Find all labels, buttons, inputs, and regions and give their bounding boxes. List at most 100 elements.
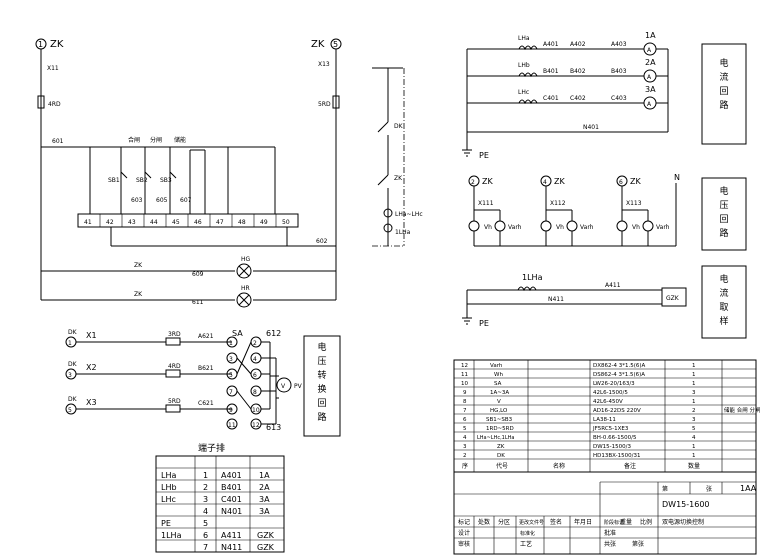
svg-text:DX862-4 3*1.5(6)A: DX862-4 3*1.5(6)A: [593, 363, 646, 369]
vs-num-3: 5: [68, 407, 72, 414]
svg-text:AD16-22DS 220V: AD16-22DS 220V: [593, 408, 641, 414]
svg-text:Wh: Wh: [494, 372, 503, 378]
v-group-2-zk: ZK: [554, 177, 565, 186]
svg-text:第张: 第张: [632, 540, 644, 548]
svg-text:3: 3: [463, 444, 467, 450]
terminal-49: 49: [260, 219, 268, 226]
svg-text:2: 2: [692, 408, 696, 414]
fuse-4rd-label: 4RD: [48, 101, 61, 108]
bus-602: 602: [316, 238, 328, 245]
vs-num-2: 3: [68, 372, 72, 379]
wire-a402: A402: [570, 41, 586, 48]
svg-text:1: 1: [692, 381, 696, 387]
vs-dk-1: DK: [68, 329, 78, 336]
zk2-label: ZK: [134, 291, 143, 298]
svg-text:5: 5: [203, 519, 208, 528]
terminal-46: 46: [194, 219, 202, 226]
sb1-label: SB1: [108, 177, 120, 184]
vs-x1: X1: [86, 331, 97, 340]
title-sheet: 1AA: [740, 484, 757, 493]
svg-text:3: 3: [203, 495, 208, 504]
svg-text:DS862-4 3*1.5(6)A: DS862-4 3*1.5(6)A: [593, 372, 645, 378]
vs-x2: X2: [86, 363, 97, 372]
svg-text:PE: PE: [161, 519, 171, 528]
svg-text:6: 6: [463, 417, 467, 423]
terminal-45: 45: [172, 219, 180, 226]
svg-text:5: 5: [229, 372, 233, 379]
svg-text:LHc: LHc: [161, 495, 176, 504]
v-group-3-zk: ZK: [630, 177, 641, 186]
svg-text:1: 1: [692, 453, 696, 459]
svg-text:9: 9: [463, 390, 467, 396]
svg-text:V: V: [497, 399, 501, 405]
svg-text:LW26-20/163/3: LW26-20/163/3: [593, 381, 635, 387]
svg-text:1: 1: [203, 471, 208, 480]
svg-text:LHa: LHa: [161, 471, 176, 480]
title-sheet-tag-2: 张: [706, 485, 712, 493]
svg-text:2A: 2A: [259, 483, 270, 492]
svg-text:7: 7: [203, 543, 208, 552]
svg-text:Varh: Varh: [490, 363, 503, 369]
svg-text:序: 序: [462, 462, 468, 470]
svg-text:A: A: [647, 47, 652, 54]
svg-text:数量: 数量: [688, 462, 700, 470]
svg-text:4: 4: [692, 435, 696, 441]
svg-text:年月日: 年月日: [574, 518, 592, 526]
svg-text:A411: A411: [221, 531, 242, 540]
sb2-label: SB2: [136, 177, 148, 184]
current-sampling: 1LHa A411 N411 GZK PE 电流取样: [462, 265, 747, 339]
svg-text:6: 6: [253, 372, 257, 379]
svg-text:C401: C401: [221, 495, 242, 504]
svg-text:名称: 名称: [553, 462, 565, 470]
svg-text:备注: 备注: [624, 462, 636, 470]
svg-text:2: 2: [253, 340, 257, 347]
wire-c402: C402: [570, 95, 586, 102]
gzk-label: GZK: [666, 295, 680, 302]
wire-612: 612: [266, 329, 281, 338]
v-group-1-num: 2: [471, 179, 475, 186]
svg-text:分区: 分区: [498, 518, 510, 526]
pe-label-2: PE: [479, 319, 489, 328]
svg-text:N411: N411: [221, 543, 242, 552]
svg-text:12: 12: [461, 363, 468, 369]
svg-text:DK: DK: [497, 453, 505, 459]
tag-charge: 储能: [174, 136, 186, 144]
zk-left-num: 1: [38, 40, 43, 49]
svg-text:处数: 处数: [478, 518, 490, 526]
lamp-hr: [236, 292, 252, 308]
fuse-5rd: [332, 95, 340, 109]
ct-lhc: LHc: [518, 89, 529, 96]
vs-4rd: 4RD: [168, 363, 181, 370]
voltage-switch-title: 电压转换回路: [317, 341, 326, 423]
terminal-43: 43: [128, 219, 136, 226]
svg-text:1: 1: [692, 444, 696, 450]
vs-x3: X3: [86, 398, 97, 407]
svg-text:3A: 3A: [259, 507, 270, 516]
wire-b401: B401: [543, 68, 559, 75]
zk1-label: ZK: [134, 262, 143, 269]
svg-text:11: 11: [461, 372, 468, 378]
wire-a401: A401: [543, 41, 559, 48]
wire-a403: A403: [611, 41, 627, 48]
title-sheet-tag-1: 第: [662, 485, 668, 493]
wire-609: 609: [192, 271, 204, 278]
svg-text:1LHa: 1LHa: [161, 531, 182, 540]
wire-b403: B403: [611, 68, 627, 75]
svg-text:2: 2: [203, 483, 208, 492]
svg-text:5: 5: [463, 426, 467, 432]
pe-label: PE: [479, 151, 489, 160]
terminal-table-title: 端子排: [198, 442, 225, 454]
svg-text:11: 11: [228, 422, 236, 429]
svg-text:签名: 签名: [550, 518, 562, 526]
svg-text:5: 5: [692, 426, 696, 432]
svg-text:HG,LO: HG,LO: [490, 408, 508, 414]
ct-lha: LHa: [518, 35, 530, 42]
svg-text:代号: 代号: [496, 462, 508, 470]
svg-text:共张: 共张: [604, 540, 616, 548]
parts-rows: 12 Varh DX862-4 3*1.5(6)A 1 11 Wh DS862-…: [461, 363, 760, 470]
svg-text:8: 8: [253, 389, 257, 396]
zk-left-label: ZK: [50, 39, 64, 50]
parts-list: 12 Varh DX862-4 3*1.5(6)A 1 11 Wh DS862-…: [453, 359, 760, 473]
svg-text:42L6-1500/5: 42L6-1500/5: [593, 390, 628, 396]
lamp-hg-label: HG: [241, 256, 251, 263]
